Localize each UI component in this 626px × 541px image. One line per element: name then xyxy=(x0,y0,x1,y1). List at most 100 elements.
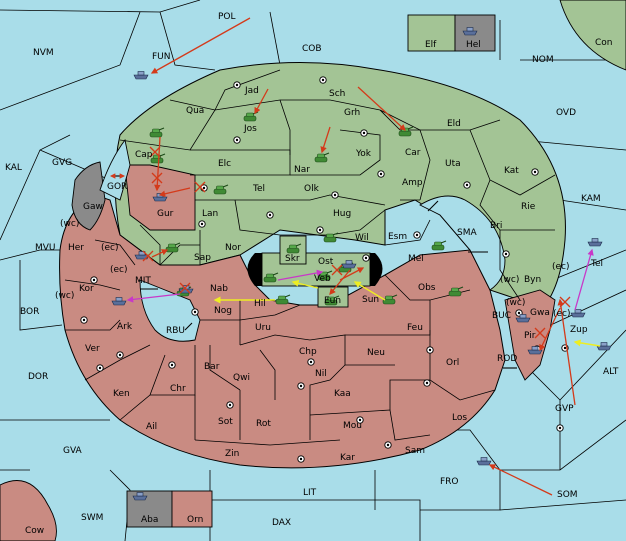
label-som: SOM xyxy=(557,490,578,500)
label-nog: Nog xyxy=(214,306,232,316)
label-ail: Ail xyxy=(146,422,157,432)
label-mit: MIT xyxy=(135,276,151,286)
label-alt: ALT xyxy=(603,367,619,377)
label-sot: Sot xyxy=(218,417,233,427)
label-veb: Veb xyxy=(314,274,331,284)
label-wil: Wil xyxy=(355,233,369,243)
label-wc-1: (wc) xyxy=(60,219,79,229)
label-ec-1: (ec) xyxy=(101,243,119,253)
label-bor: BOR xyxy=(20,307,39,317)
label-eun: Eun xyxy=(324,296,341,306)
label-cob: COB xyxy=(302,44,322,54)
label-jad: Jad xyxy=(244,86,259,96)
label-qua: Qua xyxy=(186,106,204,116)
label-gor: GOR xyxy=(107,182,127,192)
label-bar: Bar xyxy=(204,362,220,372)
label-sap: Sap xyxy=(194,253,211,263)
prov-gaw[interactable] xyxy=(71,161,106,231)
label-mvu: MVU xyxy=(35,243,56,253)
support-orders xyxy=(213,279,601,347)
label-grh: Grh xyxy=(344,108,360,118)
sea-gor[interactable] xyxy=(99,138,131,201)
label-dax: DAX xyxy=(272,518,291,528)
label-rot: Rot xyxy=(256,419,271,429)
label-sun: Sun xyxy=(362,295,379,305)
label-chp: Chp xyxy=(299,347,317,357)
label-byn: Byn xyxy=(524,275,541,285)
label-kam: KAM xyxy=(581,194,601,204)
label-ark: Ark xyxy=(117,322,133,332)
label-rie: Rie xyxy=(521,202,536,212)
label-cap: Cap xyxy=(135,150,153,160)
label-obs: Obs xyxy=(418,283,436,293)
label-nar: Nar xyxy=(294,165,310,175)
label-aba: Aba xyxy=(141,515,158,525)
label-kal: KAL xyxy=(5,163,22,173)
label-los: Los xyxy=(452,413,467,423)
label-fun: FUN xyxy=(152,52,171,62)
label-uru: Uru xyxy=(255,323,271,333)
label-kor: Kor xyxy=(79,284,94,294)
label-fro: FRO xyxy=(440,477,459,487)
label-sma: SMA xyxy=(457,228,477,238)
adjacency-arrows xyxy=(109,173,517,369)
label-gwa: Gwa xyxy=(530,308,550,318)
label-ost: Ost xyxy=(318,257,334,267)
label-gvg: GVG xyxy=(52,158,72,168)
label-cow: Cow xyxy=(25,526,44,536)
label-rbu: RBU xyxy=(166,326,185,336)
label-sam: Sam xyxy=(405,446,425,456)
label-nil: Nil xyxy=(315,369,327,379)
central-island xyxy=(247,235,383,308)
label-ovd: OVD xyxy=(556,108,576,118)
label-tel-2: Tel xyxy=(590,259,603,269)
label-elc: Elc xyxy=(218,159,231,169)
province-borders-red xyxy=(64,239,496,446)
label-nom: NOM xyxy=(532,55,554,65)
label-gvp: GVP xyxy=(555,404,574,414)
label-wc-2: (wc) xyxy=(55,291,74,301)
label-neu: Neu xyxy=(367,348,385,358)
label-kat: Kat xyxy=(504,166,519,176)
label-yok: Yok xyxy=(355,149,372,159)
label-ec-4: (ec) xyxy=(553,309,571,319)
label-jos: Jos xyxy=(243,124,257,134)
map-labels: POL NVM FUN COB Elf Hel Con NOM OVD KAL … xyxy=(5,12,619,536)
label-amp: Amp xyxy=(402,178,423,188)
prov-cow[interactable] xyxy=(0,480,57,541)
sea-rbu[interactable] xyxy=(139,279,201,342)
label-ver: Ver xyxy=(85,344,100,354)
sea-sma[interactable] xyxy=(419,195,506,291)
label-kaa: Kaa xyxy=(334,389,351,399)
move-orders xyxy=(150,17,576,496)
failed-order-marks xyxy=(142,146,571,339)
label-wc-4: (wc) xyxy=(506,298,525,308)
label-lit: LIT xyxy=(303,488,317,498)
label-nor: Nor xyxy=(225,243,241,253)
convoy-orders xyxy=(126,248,594,311)
label-swm: SWM xyxy=(81,513,103,523)
label-orn: Orn xyxy=(187,515,203,525)
label-skr: Skr xyxy=(285,254,300,264)
label-bri: Bri xyxy=(490,221,502,231)
prov-orn[interactable] xyxy=(171,490,213,528)
label-buc: BUC xyxy=(492,311,511,321)
label-feu: Feu xyxy=(407,323,423,333)
label-con: Con xyxy=(595,38,613,48)
label-eld: Eld xyxy=(447,119,461,129)
label-mou: Mou xyxy=(343,421,362,431)
label-dor: DOR xyxy=(28,372,48,382)
label-mel: Mel xyxy=(408,254,424,264)
label-tel: Tel xyxy=(252,184,265,194)
label-gur: Gur xyxy=(157,209,174,219)
label-ec-2: (ec) xyxy=(110,265,128,275)
label-orl: Orl xyxy=(446,358,459,368)
label-hug: Hug xyxy=(333,209,351,219)
label-elf: Elf xyxy=(425,40,437,50)
label-uta: Uta xyxy=(445,159,461,169)
label-pol: POL xyxy=(218,12,236,22)
label-lan: Lan xyxy=(202,209,218,219)
label-ec-3: (ec) xyxy=(552,262,570,272)
label-wc-3: (wc) xyxy=(500,275,519,285)
